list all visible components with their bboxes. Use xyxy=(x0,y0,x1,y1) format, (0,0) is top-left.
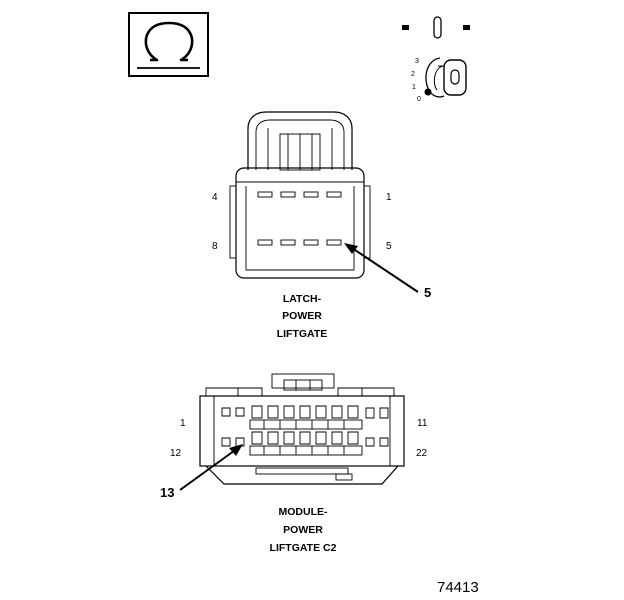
connector-2-caption-line-1: MODULE- xyxy=(279,506,328,518)
connector-1-pin-5: 5 xyxy=(386,241,392,252)
key-position-0: 0 xyxy=(417,96,421,103)
connector-2-pin-12: 12 xyxy=(170,448,182,459)
connector-1-pin-4: 4 xyxy=(212,192,218,203)
connector-2-caption-line-3: LIFTGATE C2 xyxy=(270,542,337,554)
connector-1-caption-line-2: POWER xyxy=(282,310,322,322)
connector-2-caption-line-2: POWER xyxy=(283,524,323,536)
latch-power-liftgate-connector xyxy=(229,111,419,293)
connector-1-callout: 5 xyxy=(424,285,431,300)
key-position-3: 3 xyxy=(415,58,419,65)
connector-1-caption-line-3: LIFTGATE xyxy=(277,328,328,340)
figure-number: 74413 xyxy=(437,579,479,596)
module-power-liftgate-c2-connector xyxy=(179,373,405,491)
ignition-key-icon: 3 2 1 0 xyxy=(411,57,467,103)
ohm-symbol-icon xyxy=(128,12,209,77)
connector-1-caption-line-1: LATCH- xyxy=(283,293,322,305)
connector-2-pin-1: 1 xyxy=(180,418,186,429)
connector-2-pin-11: 11 xyxy=(417,418,428,429)
connector-2-callout: 13 xyxy=(160,485,174,500)
connector-1-pin-8: 8 xyxy=(212,241,218,252)
ignition-switch-icon xyxy=(402,16,470,39)
key-position-1: 1 xyxy=(412,84,416,91)
key-position-2: 2 xyxy=(411,71,415,78)
connector-2-pin-22: 22 xyxy=(416,448,428,459)
connector-1-pin-1: 1 xyxy=(386,192,392,203)
